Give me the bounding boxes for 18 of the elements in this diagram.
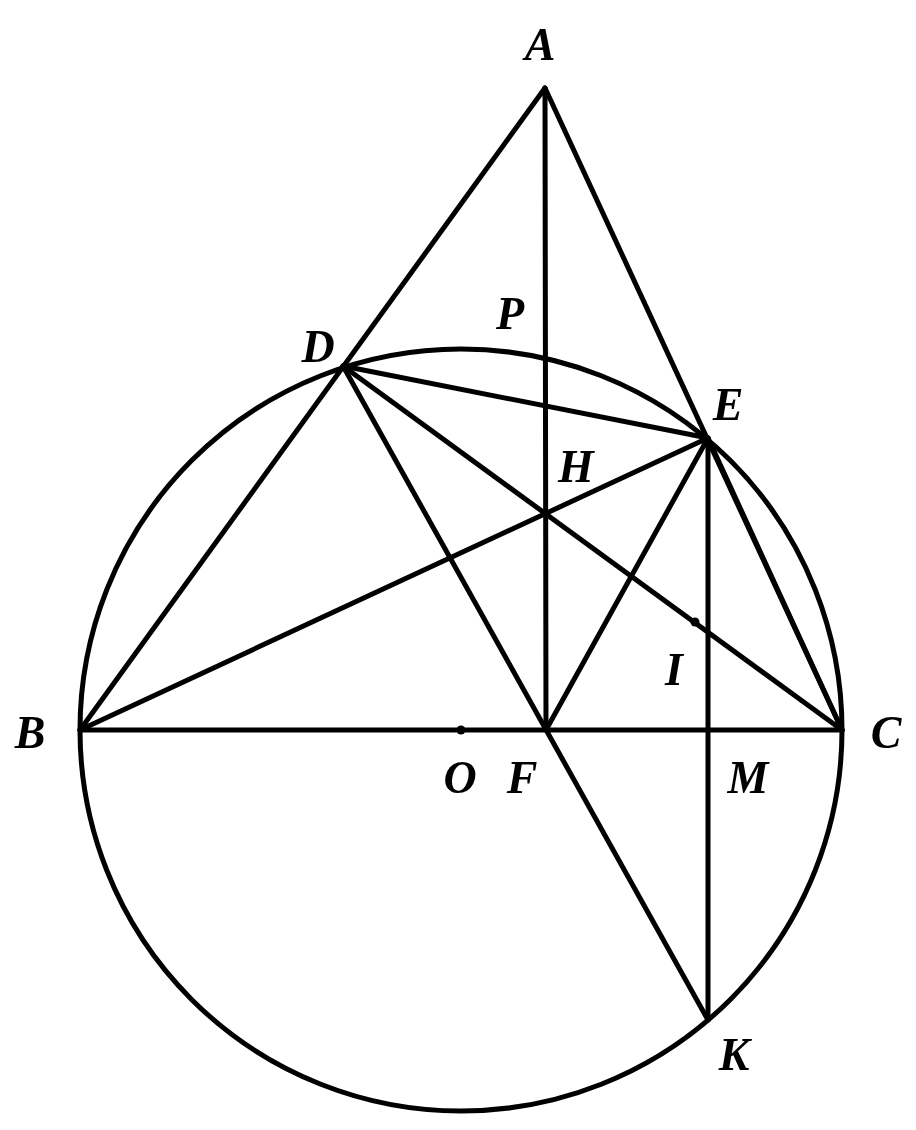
line-segment xyxy=(340,363,711,1023)
point-label: F xyxy=(506,755,538,801)
point-label: M xyxy=(727,755,769,801)
point-label: E xyxy=(712,382,744,428)
point-label: D xyxy=(301,324,335,370)
point-label: C xyxy=(870,710,902,756)
line-segment xyxy=(705,435,845,733)
point-label: H xyxy=(558,444,594,490)
line-segment xyxy=(543,435,711,733)
point-label: A xyxy=(524,22,556,68)
point-label: P xyxy=(495,291,525,337)
line-segment xyxy=(77,85,548,733)
point-label: I xyxy=(665,647,683,693)
point-label: B xyxy=(14,710,46,756)
point-label: K xyxy=(718,1032,750,1078)
line-segment xyxy=(705,435,711,1023)
line-segment xyxy=(340,363,845,733)
point-label: O xyxy=(443,755,477,801)
